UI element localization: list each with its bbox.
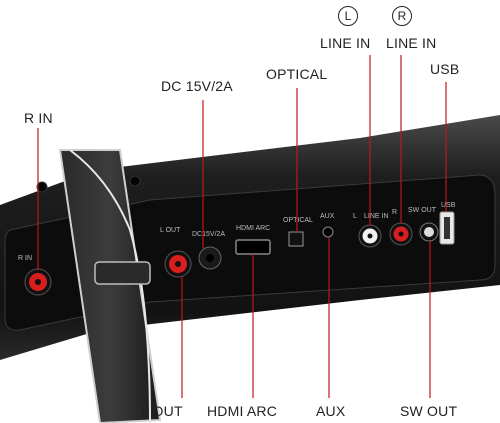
panel-label-hdmi: HDMI ARC [236, 225, 270, 232]
dc-power-jack [198, 246, 222, 270]
callout-l-out: L OUT [141, 403, 183, 419]
callout-sw-out: SW OUT [400, 403, 458, 419]
strap-clip [94, 261, 151, 285]
callout-aux: AUX [316, 403, 346, 419]
panel-label-r-in: R IN [18, 255, 32, 262]
callout-r-in: R IN [24, 110, 53, 126]
l-out-rca-jack [164, 250, 192, 278]
circled-r-icon: R [392, 6, 412, 26]
aux-jack [322, 226, 334, 238]
callout-usb: USB [430, 61, 460, 77]
hdmi-arc-port [235, 239, 271, 255]
callout-dc: DC 15V/2A [161, 78, 233, 94]
callout-line-in-l: LINE IN [320, 35, 371, 51]
optical-port [288, 231, 304, 247]
callout-line-in-r: LINE IN [386, 35, 437, 51]
panel-label-usb: USB [441, 202, 456, 209]
sw-out-jack [419, 222, 439, 242]
panel-label-aux: AUX [320, 213, 335, 220]
panel-label-l-mark: L [353, 213, 357, 220]
callout-hdmi-arc: HDMI ARC [207, 403, 278, 419]
screw [36, 181, 48, 193]
mounting-strap [58, 149, 162, 423]
panel-label-r-mark: R [392, 209, 397, 216]
r-in-rca-jack [24, 268, 52, 296]
circled-l-icon: L [338, 6, 358, 26]
callout-optical: OPTICAL [266, 66, 328, 82]
line-in-r-rca-jack [389, 222, 413, 246]
panel-label-l-out: L OUT [160, 227, 181, 234]
line-in-l-rca-jack [358, 224, 382, 248]
panel-label-optical: OPTICAL [283, 217, 313, 224]
panel-label-line-in: LINE IN [364, 213, 389, 220]
screw [129, 175, 141, 187]
panel-label-sw-out: SW OUT [408, 207, 437, 214]
panel-label-dc: DC15V/2A [192, 231, 225, 238]
